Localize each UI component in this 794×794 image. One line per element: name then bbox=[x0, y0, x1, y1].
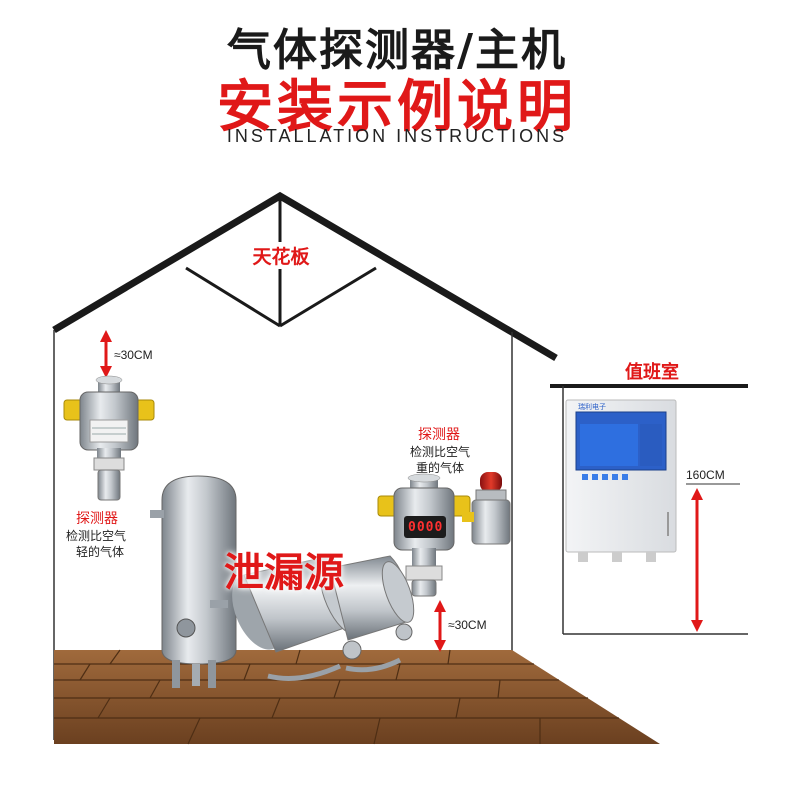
distance-arrow-top bbox=[100, 330, 112, 378]
leak-source-label: 泄漏源 bbox=[224, 550, 344, 596]
controller-brand: 瑞利电子 bbox=[578, 403, 606, 411]
title-subtitle: INSTALLATION INSTRUCTIONS bbox=[226, 126, 568, 146]
title-line2: 安装示例说明 bbox=[217, 75, 577, 140]
controller-box bbox=[565, 399, 677, 562]
duty-room bbox=[550, 384, 748, 635]
vertical-tank bbox=[150, 475, 237, 688]
distance-arrow-bottom bbox=[434, 600, 446, 652]
wood-floor bbox=[54, 649, 660, 745]
roof bbox=[52, 191, 558, 362]
right-detector-desc-2: 重的气体 bbox=[416, 461, 465, 475]
duty-room-label: 值班室 bbox=[625, 362, 679, 383]
horizontal-tank-2 bbox=[329, 555, 415, 673]
right-distance-label: ≈30CM bbox=[448, 618, 487, 632]
right-detector-title: 探测器 bbox=[418, 427, 460, 443]
right-detector-desc-1: 检测比空气 bbox=[410, 445, 471, 459]
title-line1: 气体探测器/主机 bbox=[226, 25, 568, 76]
left-detector-desc-1: 检测比空气 bbox=[66, 529, 127, 543]
left-detector-title: 探测器 bbox=[76, 511, 118, 527]
distance-arrow-160 bbox=[686, 483, 740, 632]
right-detector bbox=[377, 473, 471, 597]
left-detector bbox=[63, 375, 155, 501]
left-detector-desc-2: 轻的气体 bbox=[76, 545, 125, 559]
controller-height-label: 160CM bbox=[686, 468, 725, 482]
ceiling-label: 天花板 bbox=[226, 242, 336, 269]
left-distance-label: ≈30CM bbox=[114, 348, 153, 362]
right-detector-display: 0000 bbox=[408, 520, 444, 535]
alarm-lamp bbox=[462, 472, 511, 545]
